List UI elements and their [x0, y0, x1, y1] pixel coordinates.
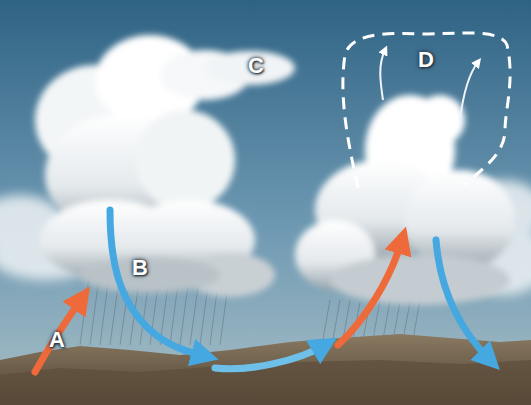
callout-letter: C	[248, 55, 264, 77]
callout-letter: B	[132, 257, 148, 279]
callout-letter: A	[49, 329, 65, 351]
callout-letter: D	[418, 49, 434, 71]
